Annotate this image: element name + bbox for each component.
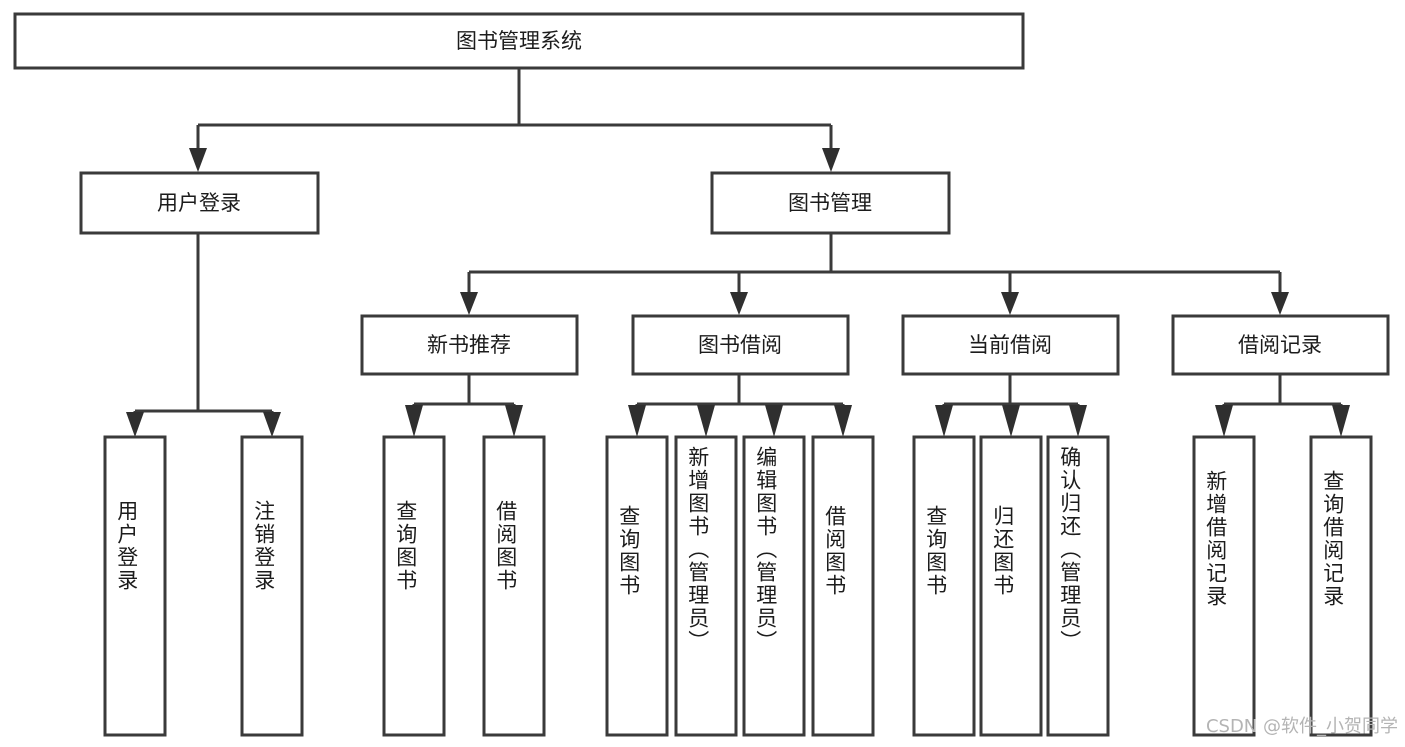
leaf-user-login-1[interactable]: 注销登录 [240,435,304,737]
node-current-borrow-label: 当前借阅 [968,333,1052,357]
node-book-borrow-label: 图书借阅 [698,333,782,357]
arrow-head-borrow-record [1271,292,1289,315]
leaf-book-borrow-0-label: 查询图书 [617,505,641,597]
arrow-head-user-login [189,148,207,172]
leaf-book-borrow-1-label: 新增图书（管理员） [686,446,710,653]
arrow-head-leaf-user-login-1 [263,412,281,437]
node-new-book-rec[interactable]: 新书推荐 [360,314,579,376]
arrow-head-leaf-bb-3 [834,405,852,437]
leaf-current-borrow-2-box[interactable] [1046,435,1110,737]
arrow-head-current-borrow [1001,292,1019,315]
arrow-head-leaf-br-1 [1332,405,1350,437]
arrow-head-leaf-bb-0 [628,405,646,437]
leaf-borrow-record-0-label: 新增借阅记录 [1204,470,1228,608]
node-borrow-record-label: 借阅记录 [1238,333,1322,357]
leaf-book-borrow-2[interactable]: 编辑图书（管理员） [742,435,806,737]
arrow-head-book-borrow [730,292,748,315]
node-book-manage[interactable]: 图书管理 [710,171,951,235]
leaf-book-borrow-3[interactable]: 借阅图书 [811,435,875,737]
node-root[interactable]: 图书管理系统 [13,12,1025,70]
arrow-head-leaf-bb-2 [765,405,783,437]
arrow-head-leaf-user-login-0 [126,412,144,437]
leaf-book-borrow-1[interactable]: 新增图书（管理员） [674,435,738,737]
node-current-borrow-box[interactable] [901,314,1120,376]
leaf-user-login-1-box[interactable] [240,435,304,737]
leaf-borrow-record-1[interactable]: 查询借阅记录 [1309,435,1373,737]
leaf-book-borrow-3-label: 借阅图书 [823,505,847,597]
leaf-new-book-rec-0-label: 查询图书 [394,500,418,592]
arrow-head-leaf-cb-1 [1002,405,1020,437]
node-book-manage-label: 图书管理 [788,191,872,215]
arrow-head-book-manage [822,148,840,172]
leaf-current-borrow-1-box[interactable] [979,435,1043,737]
node-book-borrow[interactable]: 图书借阅 [631,314,850,376]
leaf-current-borrow-1[interactable]: 归还图书 [979,435,1043,737]
leaf-user-login-0[interactable]: 用户登录 [103,435,167,737]
leaf-book-borrow-0-box[interactable] [605,435,669,737]
node-current-borrow[interactable]: 当前借阅 [901,314,1120,376]
leaf-current-borrow-0-label: 查询图书 [924,505,948,597]
node-new-book-rec-label: 新书推荐 [427,333,511,357]
arrow-head-leaf-cb-0 [935,405,953,437]
node-user-login-label: 用户登录 [157,191,241,215]
leaf-current-borrow-2-label: 确认归还（管理员） [1058,446,1082,653]
leaf-book-borrow-2-label: 编辑图书（管理员） [754,446,778,653]
node-root-label: 图书管理系统 [456,29,582,53]
leaf-user-login-0-box[interactable] [103,435,167,737]
leaf-current-borrow-0[interactable]: 查询图书 [912,435,976,737]
connector-layer [126,68,1350,437]
node-borrow-record-box[interactable] [1171,314,1390,376]
leaf-borrow-record-0-box[interactable] [1192,435,1256,737]
leaf-current-borrow-1-label: 归还图书 [991,505,1015,597]
csdn-watermark: CSDN @软件_小贺同学 [1206,716,1398,737]
leaf-book-borrow-1-box[interactable] [674,435,738,737]
leaf-book-borrow-3-box[interactable] [811,435,875,737]
leaf-book-borrow-0[interactable]: 查询图书 [605,435,669,737]
arrow-head-leaf-bb-1 [697,405,715,437]
node-user-login[interactable]: 用户登录 [79,171,320,235]
arrow-head-leaf-br-0 [1215,405,1233,437]
node-book-borrow-box[interactable] [631,314,850,376]
leaf-user-login-1-label: 注销登录 [252,500,276,592]
node-user-login-box[interactable] [79,171,320,235]
leaf-new-book-rec-1-label: 借阅图书 [494,500,518,592]
leaf-book-borrow-2-box[interactable] [742,435,806,737]
arrow-head-leaf-nbr-1 [505,405,523,437]
leaf-new-book-rec-0[interactable]: 查询图书 [382,435,446,737]
node-book-manage-box[interactable] [710,171,951,235]
leaf-new-book-rec-0-box[interactable] [382,435,446,737]
leaf-new-book-rec-1[interactable]: 借阅图书 [482,435,546,737]
leaf-borrow-record-1-box[interactable] [1309,435,1373,737]
node-root-box[interactable] [13,12,1025,70]
leaf-new-book-rec-1-box[interactable] [482,435,546,737]
leaf-user-login-0-label: 用户登录 [115,500,139,592]
arrow-head-leaf-nbr-0 [405,405,423,437]
leaf-current-borrow-2[interactable]: 确认归还（管理员） [1046,435,1110,737]
leaf-borrow-record-1-label: 查询借阅记录 [1321,470,1345,608]
node-borrow-record[interactable]: 借阅记录 [1171,314,1390,376]
arrow-head-leaf-cb-2 [1069,405,1087,437]
arrow-head-new-book-rec [460,292,478,315]
node-new-book-rec-box[interactable] [360,314,579,376]
leaf-borrow-record-0[interactable]: 新增借阅记录 [1192,435,1256,737]
leaf-current-borrow-0-box[interactable] [912,435,976,737]
